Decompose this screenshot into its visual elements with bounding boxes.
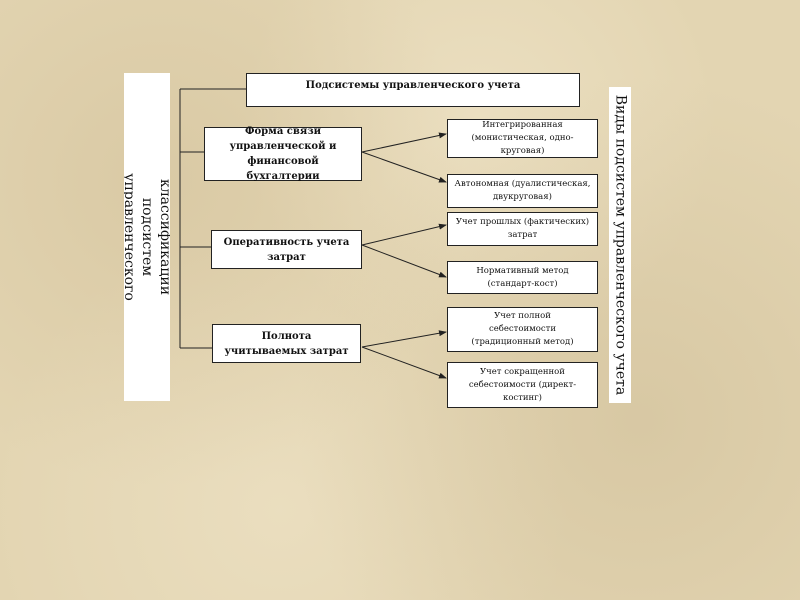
arrow-2b [361,244,447,278]
type-box-2b: Нормативный метод (стандарт-кост) [447,261,598,294]
type-label-2a: Учет прошлых (фактических) затрат [455,217,590,240]
type-box-1b: Автономная (дуалистическая, двукруговая) [447,174,598,208]
diagram-title: Подсистемы управленческого учета [305,80,521,91]
classification-criteria-label: Признаки классификации подсистем управле… [124,73,170,401]
diagram-title-box: Подсистемы управленческого учета [246,73,580,107]
arrow-3b [361,346,447,379]
criterion-box-3: Полнота учитываемых затрат [212,324,361,363]
type-label-1a: Интегрированная (монистическая, одно-кру… [471,120,574,156]
criterion-label-2: Оперативность учета затрат [223,236,350,263]
type-box-1a: Интегрированная (монистическая, одно-кру… [447,119,598,158]
subsystem-types-label: Виды подсистем управленческого учета [609,87,631,403]
arrow-1a [361,132,447,153]
type-box-3a: Учет полной себестоимости (традиционный … [447,307,598,352]
type-box-2a: Учет прошлых (фактических) затрат [447,212,598,246]
arrow-3a [361,330,447,348]
type-label-3a: Учет полной себестоимости (традиционный … [471,311,574,347]
type-label-3b: Учет сокращенной себестоимости (директ-к… [468,366,577,403]
type-label-1b: Автономная (дуалистическая, двукруговая) [454,179,591,202]
type-label-2b: Нормативный метод (стандарт-кост) [476,265,569,289]
type-box-3b: Учет сокращенной себестоимости (директ-к… [447,362,598,408]
arrow-1b [361,151,447,183]
criterion-box-1: Форма связи управленческой и финансовой … [204,126,362,182]
criterion-label-1: Форма связи управленческой и финансовой … [229,126,337,182]
arrow-2a [361,223,447,246]
criterion-box-2: Оперативность учета затрат [211,230,362,269]
criterion-label-3: Полнота учитываемых затрат [224,330,349,357]
